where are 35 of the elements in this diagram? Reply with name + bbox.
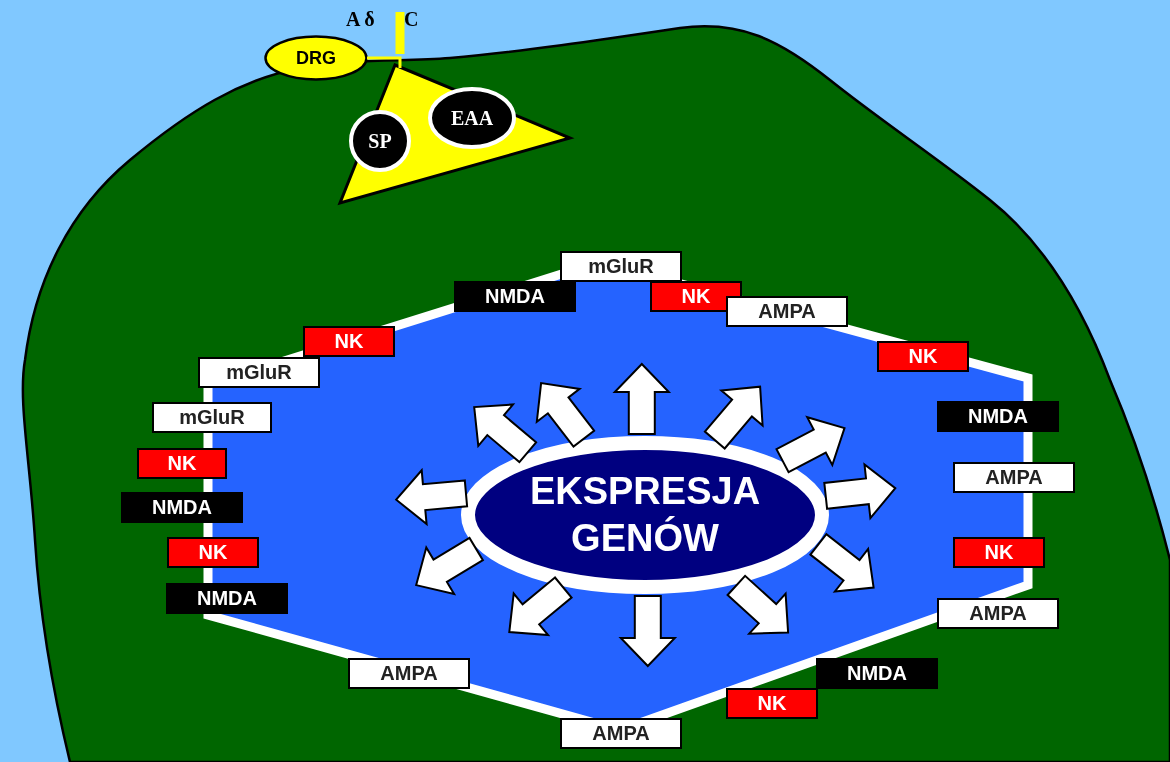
- block-arrow: [809, 532, 875, 593]
- receptor-label: mGluR: [198, 357, 320, 388]
- receptor-label: NK: [167, 537, 259, 568]
- receptor-label: AMPA: [937, 598, 1059, 629]
- block-arrow: [535, 381, 596, 448]
- receptor-label: mGluR: [152, 402, 272, 433]
- vesicle-label: SP: [368, 128, 392, 154]
- block-arrow: [508, 576, 573, 637]
- receptor-label: NMDA: [121, 492, 243, 523]
- receptor-label: AMPA: [953, 462, 1075, 493]
- receptor-label: AMPA: [560, 718, 682, 749]
- receptor-label: mGluR: [560, 251, 682, 282]
- block-arrow: [823, 462, 897, 521]
- block-arrow: [726, 574, 790, 635]
- receptor-label: AMPA: [726, 296, 848, 327]
- receptor-label: AMPA: [348, 658, 470, 689]
- block-arrow: [703, 385, 764, 450]
- ganglion-label: DRG: [296, 46, 336, 70]
- receptor-label: NMDA: [166, 583, 288, 614]
- block-arrow: [394, 467, 469, 527]
- fiber-type-label: C: [404, 8, 419, 31]
- fiber-type-label: A δ: [346, 8, 375, 31]
- block-arrow: [414, 536, 485, 596]
- block-arrow: [612, 362, 672, 435]
- nerve-fiber-connector: [367, 56, 402, 68]
- block-arrow: [618, 595, 678, 668]
- receptor-label: NMDA: [937, 401, 1059, 432]
- receptor-label: NMDA: [816, 658, 938, 689]
- block-arrow: [473, 403, 538, 464]
- receptor-label: NK: [953, 537, 1045, 568]
- block-arrow: [775, 415, 846, 474]
- receptor-label: NK: [137, 448, 227, 479]
- nucleus-label: EKSPRESJA GENÓW: [528, 468, 762, 561]
- receptor-label: NK: [726, 688, 818, 719]
- vesicle-label: EAA: [450, 105, 494, 131]
